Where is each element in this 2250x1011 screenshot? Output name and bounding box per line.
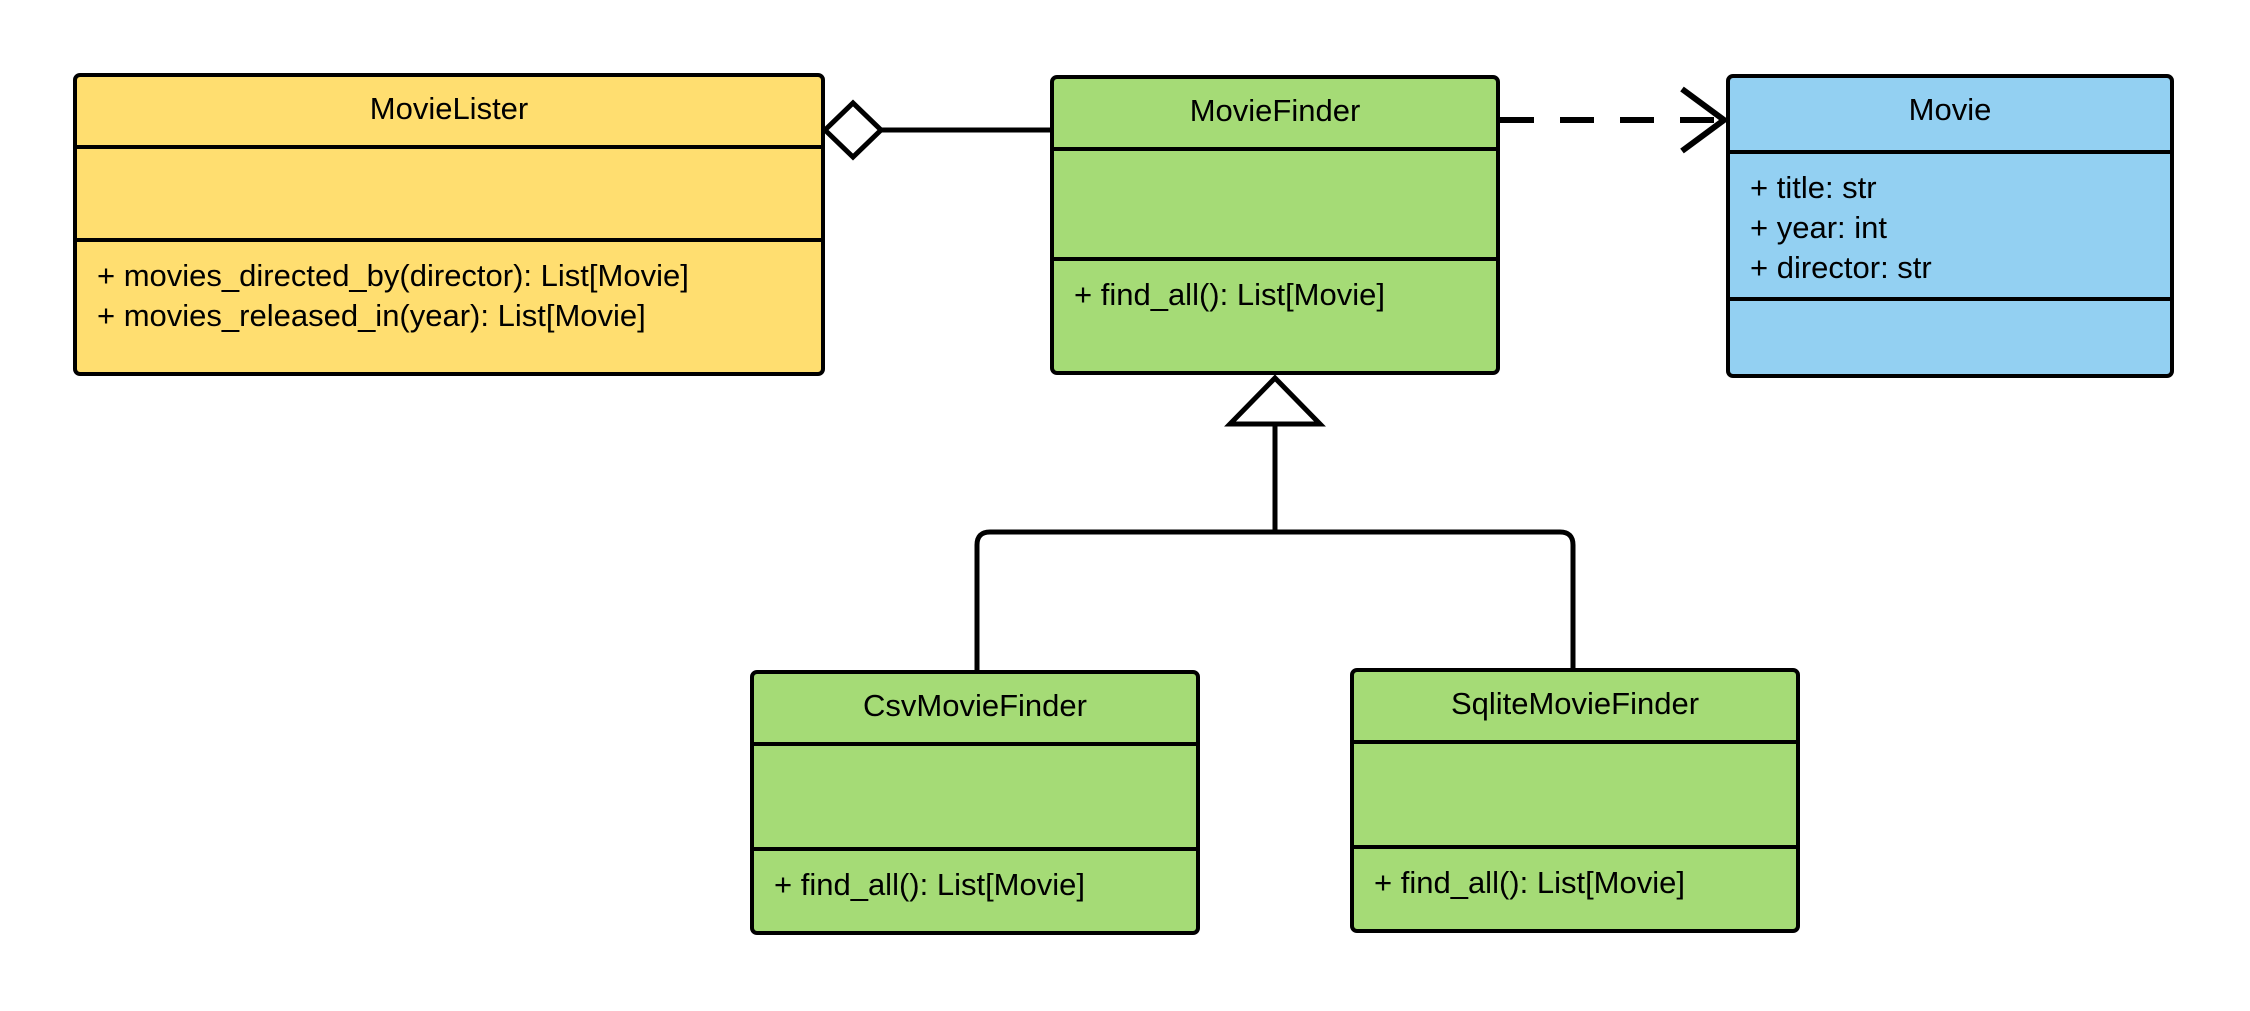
dependency-finder-movie-connector[interactable] — [1500, 86, 1730, 154]
methods-compartment: + find_all(): List[Movie] — [754, 847, 1196, 931]
empty-attributes-area — [754, 746, 1196, 847]
class-box-movie-lister[interactable]: MovieLister + movies_directed_by(directo… — [73, 73, 825, 376]
attributes-compartment — [754, 742, 1196, 847]
generalization-tree-connector[interactable] — [974, 374, 1576, 670]
methods-compartment — [1730, 297, 2170, 374]
hollow-diamond-marker — [821, 99, 885, 161]
attribute-item: + director: str — [1750, 249, 1932, 285]
empty-attributes-area — [1354, 744, 1796, 845]
hollow-triangle-marker — [1224, 374, 1326, 427]
name-compartment: SqliteMovieFinder — [1354, 672, 1796, 740]
name-compartment: MovieFinder — [1054, 79, 1496, 147]
attribute-list: + title: str + year: int + director: str — [1730, 154, 2170, 288]
attributes-compartment: + title: str + year: int + director: str — [1730, 150, 2170, 297]
class-name-movie: Movie — [1908, 92, 1992, 127]
method-item: + find_all(): List[Movie] — [774, 867, 1085, 902]
method-list: + movies_directed_by(director): List[Mov… — [77, 242, 821, 336]
attribute-item: + year: int — [1750, 209, 1887, 245]
method-list: + find_all(): List[Movie] — [1054, 261, 1496, 315]
aggregation-lister-finder-connector[interactable] — [821, 99, 1050, 161]
class-name-movie-finder: MovieFinder — [1189, 93, 1361, 128]
method-item: + movies_released_in(year): List[Movie] — [97, 297, 646, 333]
open-arrow-marker — [1680, 86, 1730, 154]
class-box-movie-finder[interactable]: MovieFinder + find_all(): List[Movie] — [1050, 75, 1500, 375]
class-name-sqlite-movie-finder: SqliteMovieFinder — [1450, 686, 1700, 721]
empty-attributes-area — [1054, 151, 1496, 257]
methods-compartment: + movies_directed_by(director): List[Mov… — [77, 238, 821, 372]
generalization-branch-bus — [974, 529, 1576, 670]
method-item: + find_all(): List[Movie] — [1074, 277, 1385, 312]
method-item: + movies_directed_by(director): List[Mov… — [97, 258, 689, 293]
attribute-item: + title: str — [1750, 170, 1877, 205]
class-box-sqlite-movie-finder[interactable]: SqliteMovieFinder + find_all(): List[Mov… — [1350, 668, 1800, 933]
name-compartment: CsvMovieFinder — [754, 674, 1196, 742]
class-box-csv-movie-finder[interactable]: CsvMovieFinder + find_all(): List[Movie] — [750, 670, 1200, 935]
methods-compartment: + find_all(): List[Movie] — [1054, 257, 1496, 371]
class-name-csv-movie-finder: CsvMovieFinder — [863, 688, 1087, 723]
method-list: + find_all(): List[Movie] — [1354, 849, 1796, 903]
empty-methods-area — [1730, 301, 2170, 374]
attributes-compartment — [1354, 740, 1796, 845]
name-compartment: MovieLister — [77, 77, 821, 145]
empty-attributes-area — [77, 149, 821, 238]
attributes-compartment — [1054, 147, 1496, 257]
name-compartment: Movie — [1730, 78, 2170, 150]
method-item: + find_all(): List[Movie] — [1374, 865, 1685, 900]
class-name-movie-lister: MovieLister — [369, 91, 529, 126]
methods-compartment: + find_all(): List[Movie] — [1354, 845, 1796, 929]
method-list: + find_all(): List[Movie] — [754, 851, 1196, 905]
attributes-compartment — [77, 145, 821, 238]
class-box-movie[interactable]: Movie + title: str + year: int + directo… — [1726, 74, 2174, 378]
